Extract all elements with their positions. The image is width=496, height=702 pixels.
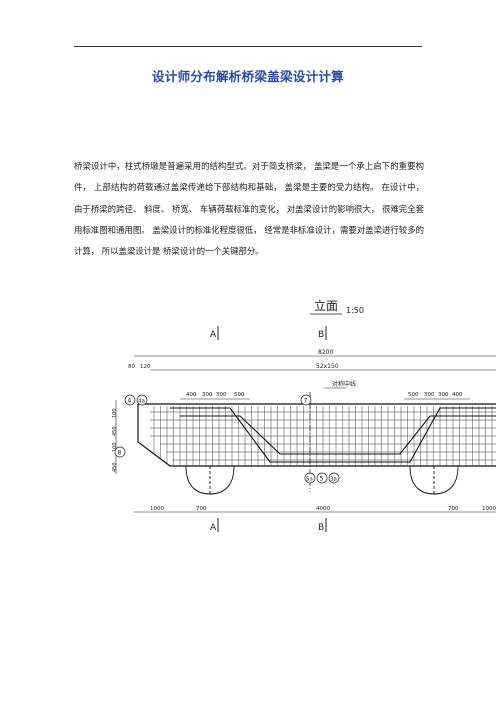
- bubble-5a-label: 5a: [306, 477, 313, 483]
- bubble-4a-label: 4a: [138, 399, 145, 405]
- left-height-2: 450: [112, 426, 118, 436]
- left-height-4: 450: [112, 462, 118, 472]
- bent-bars: [170, 407, 496, 463]
- bottom-dim-5: 1000: [482, 506, 496, 512]
- view-title: 立面: [314, 298, 338, 313]
- bubble-3a-label: 3a: [330, 477, 337, 483]
- top-dim-left-4: 500: [234, 392, 245, 398]
- bubble-5a: 5a: [304, 472, 316, 484]
- body-paragraph: 桥梁设计中，柱式桥墩是普遍采用的结构型式。对于简支桥梁， 盖梁是一个承上启下的重…: [74, 161, 424, 257]
- bent-cap-elevation-drawing: 立面 1:50 A B 8200 52x150 80 120 400 300 3…: [112, 298, 496, 533]
- left-pier-column: [185, 465, 235, 495]
- top-dim-right-3: 300: [438, 392, 449, 398]
- top-dim-right-1: 500: [408, 392, 419, 398]
- bubble-3a: 3a: [328, 472, 340, 484]
- bubble-7: 7: [300, 394, 312, 406]
- header-rule: [74, 46, 422, 47]
- bottom-dim-4: 700: [448, 506, 459, 512]
- section-mark-b-top: B: [318, 330, 324, 340]
- centerline-label: 对称中线: [332, 380, 356, 388]
- bottom-dim-2: 700: [196, 506, 207, 512]
- bubble-4a: 4a: [136, 394, 148, 406]
- section-mark-b-bottom: B: [318, 523, 324, 533]
- bubble-4: 4: [124, 394, 136, 406]
- bubble-5: 5: [316, 472, 328, 484]
- bubble-4-label: 4: [128, 398, 132, 405]
- end-dim-1: 80: [128, 364, 135, 370]
- section-mark-a-top: A: [210, 330, 217, 340]
- stirrup-spacing-label: 52x150: [316, 363, 339, 370]
- drawing-scale: 1:50: [346, 306, 364, 315]
- bubble-5-label: 5: [320, 476, 324, 483]
- bottom-dim-3: 4000: [316, 506, 330, 512]
- section-mark-a-bottom: A: [210, 523, 217, 533]
- document-title: 设计师分布解析桥梁盖梁设计计算: [151, 69, 344, 84]
- bubble-8: 8: [114, 446, 126, 458]
- bubble-7-label: 7: [304, 398, 308, 405]
- top-dim-right-2: 300: [424, 392, 435, 398]
- left-height-3: 100: [112, 442, 118, 452]
- top-dim-left-3: 300: [216, 392, 227, 398]
- top-dim-left-2: 300: [202, 392, 213, 398]
- bubble-8-label: 8: [118, 450, 122, 457]
- overall-length-label: 8200: [318, 349, 333, 356]
- top-dim-right-4: 400: [452, 392, 463, 398]
- bent-cap-outline: [137, 403, 496, 467]
- bottom-dim-1: 1000: [150, 506, 164, 512]
- end-dim-2: 120: [140, 364, 151, 370]
- left-height-1: 100: [112, 408, 118, 418]
- right-pier-column: [409, 465, 459, 495]
- top-dim-left-1: 400: [186, 392, 197, 398]
